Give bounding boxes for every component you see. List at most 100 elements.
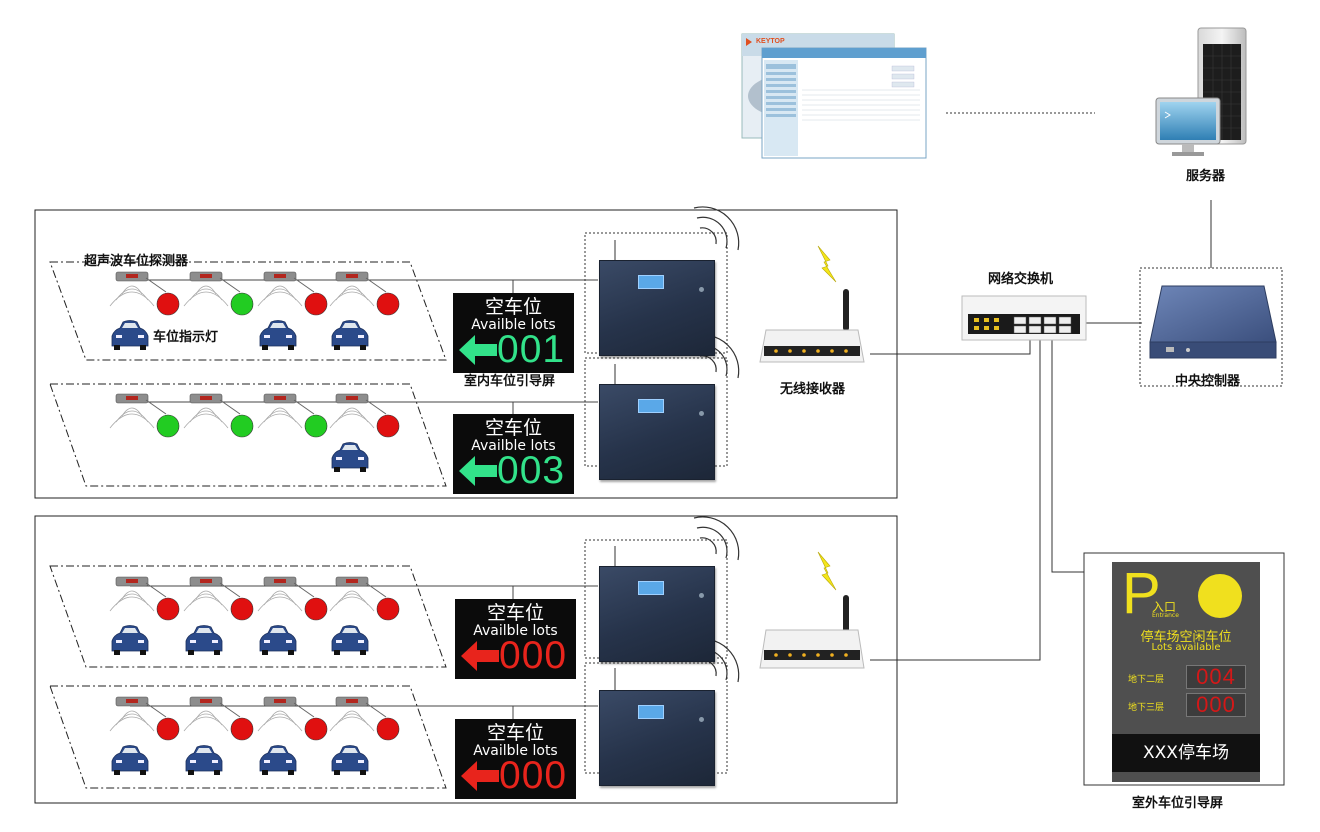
ultrasonic-wave-icon: [183, 285, 229, 307]
ultrasonic-detector-icon: [263, 271, 297, 282]
ultrasonic-detector-icon: [189, 576, 223, 587]
left-arrow-icon: [461, 641, 499, 671]
light-cable: [293, 582, 315, 598]
ultrasonic-wave-icon: [257, 285, 303, 307]
up-arrow-circle-icon: [1198, 574, 1242, 618]
ultrasonic-wave-icon: [183, 407, 229, 429]
entrance-label-en: Entrance: [1152, 612, 1179, 619]
light-cable: [219, 702, 241, 718]
ultrasonic-detector-icon: [115, 271, 149, 282]
lane-controller-1: [599, 260, 715, 356]
car-icon: [185, 625, 223, 655]
car-icon: [259, 320, 297, 350]
car-icon: [331, 745, 369, 775]
group-frame-bottom: [34, 515, 898, 804]
wiring: [870, 112, 1212, 661]
network-switch-icon: [961, 295, 1087, 341]
indicator-light-green: [230, 414, 254, 438]
lane-controller-4: [599, 690, 715, 786]
ultrasonic-wave-icon: [109, 710, 155, 732]
ultrasonic-detector-label: 超声波车位探测器: [84, 254, 189, 269]
central-controller-label: 中央控制器: [1175, 374, 1241, 389]
central-controller-icon: [1149, 285, 1277, 359]
indicator-light-red: [376, 292, 400, 316]
left-arrow-icon: [461, 761, 499, 791]
light-cable: [365, 277, 387, 293]
light-cable: [293, 277, 315, 293]
outdoor-footer: XXX停车场: [1112, 734, 1260, 772]
signal-arcs: [693, 206, 740, 683]
indicator-light-red: [304, 292, 328, 316]
indicator-light-red: [230, 597, 254, 621]
car-icon: [259, 745, 297, 775]
lightning-icons: [817, 245, 837, 591]
ultrasonic-wave-icon: [329, 710, 375, 732]
ultrasonic-wave-icon: [257, 407, 303, 429]
sign-count: 000: [499, 754, 568, 797]
indoor-sign-4: 空车位 Availble lots 000: [455, 719, 576, 799]
ultrasonic-detector-icon: [115, 393, 149, 404]
ultrasonic-wave-icon: [183, 590, 229, 612]
left-arrow-icon: [459, 456, 497, 486]
car-icon: [331, 625, 369, 655]
lanes: [49, 261, 447, 789]
controller-display: [638, 275, 664, 289]
controller-lock-icon: [699, 593, 704, 598]
ultrasonic-detector-icon: [335, 696, 369, 707]
light-cable: [293, 399, 315, 415]
indicator-light-green: [230, 292, 254, 316]
controller-display: [638, 705, 664, 719]
indoor-sign-3: 空车位 Availble lots 000: [455, 599, 576, 679]
indicator-light-red: [304, 717, 328, 741]
indicator-light-red: [156, 717, 180, 741]
ultrasonic-wave-icon: [329, 285, 375, 307]
outdoor-subtitle: Lots available: [1151, 642, 1221, 653]
car-icon: [331, 442, 369, 472]
sign-title: 空车位: [484, 296, 542, 318]
light-cable: [145, 702, 167, 718]
sign-subtitle: Availble lots: [473, 623, 558, 639]
sign-count: 001: [497, 328, 566, 371]
controller-display: [638, 399, 664, 413]
outdoor-guide-screen: P 入口 Entrance 停车场空闲车位 Lots available 地下二…: [1112, 562, 1260, 782]
sign-title: 空车位: [484, 417, 542, 439]
wireless-receiver-icon: [759, 289, 865, 363]
car-icon: [259, 625, 297, 655]
indicator-light-red: [156, 597, 180, 621]
lane-controller-3: [599, 566, 715, 662]
wireless-receiver-icon: [759, 595, 865, 669]
wireless-receiver-label: 无线接收器: [780, 382, 846, 397]
car-icon: [111, 320, 149, 350]
ultrasonic-detector-icon: [335, 271, 369, 282]
light-cable: [293, 702, 315, 718]
left-arrow-icon: [459, 335, 497, 365]
ultrasonic-detector-icon: [263, 696, 297, 707]
indicator-light-red: [376, 717, 400, 741]
ultrasonic-detector-icon: [115, 696, 149, 707]
sign-subtitle: Availble lots: [473, 743, 558, 759]
sign-subtitle: Availble lots: [471, 438, 556, 454]
car-icon: [111, 625, 149, 655]
server-label: 服务器: [1186, 169, 1226, 184]
indicator-light-red: [304, 597, 328, 621]
ultrasonic-wave-icon: [109, 407, 155, 429]
lane-controller-2: [599, 384, 715, 480]
controller-display: [638, 581, 664, 595]
outdoor-title: 停车场空闲车位: [1140, 630, 1232, 645]
ultrasonic-wave-icon: [109, 590, 155, 612]
server-icon: [1155, 27, 1247, 156]
light-cable: [365, 702, 387, 718]
indoor-sign-1: 空车位 Availble lots 001: [453, 293, 574, 373]
light-cable: [145, 277, 167, 293]
sign-count: 003: [497, 449, 566, 492]
light-cable: [365, 582, 387, 598]
indoor-guide-screen-label: 室内车位引导屏: [464, 374, 556, 389]
car-icon: [111, 745, 149, 775]
ultrasonic-detector-icon: [263, 576, 297, 587]
sign-count: 000: [499, 634, 568, 677]
ultrasonic-detector-icon: [335, 393, 369, 404]
indicator-light-label: 车位指示灯: [153, 330, 219, 345]
sign-title: 空车位: [486, 602, 544, 624]
controller-lock-icon: [699, 717, 704, 722]
software-screenshot: [741, 33, 927, 159]
